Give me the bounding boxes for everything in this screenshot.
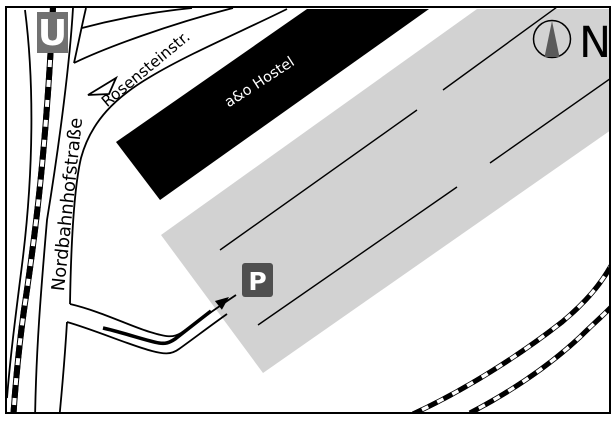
- railway-line-main: [10, 8, 56, 412]
- parking-badge: [242, 263, 273, 297]
- street-line-junction: [73, 8, 87, 64]
- u-bahn-badge: [37, 12, 68, 53]
- parking-letter: P: [248, 267, 266, 296]
- street-lines: [7, 8, 288, 412]
- direction-triangle-icon: [87, 75, 118, 96]
- street-line-west: [7, 9, 33, 399]
- railway-dashes: [10, 8, 56, 412]
- street-line-nordbahnhof-east: [69, 8, 288, 305]
- railway-line-curved-2: [468, 305, 609, 412]
- yard-track-lines: [219, 8, 609, 326]
- track-line: [442, 8, 557, 91]
- parking-access-road-south: [66, 313, 228, 355]
- railway-casing: [468, 305, 609, 412]
- railway-inner: [469, 306, 609, 412]
- route-arrowhead-icon: [214, 297, 229, 310]
- u-bahn-letter: U: [38, 13, 67, 54]
- street-line-branch: [81, 8, 193, 29]
- street-label-nordbahnhofstrasse: Nordbahnhofstraße: [48, 117, 87, 293]
- street-line-nordbahnhof-east-south: [58, 321, 68, 412]
- parking-icon: P: [242, 263, 273, 297]
- route-arrow: [102, 297, 229, 346]
- railway-dashes: [411, 264, 609, 412]
- compass-icon: N: [532, 18, 611, 68]
- street-line-rosenstein-north: [73, 8, 234, 64]
- street-line-nordbahnhof-west: [34, 8, 74, 412]
- map-border: [5, 6, 611, 414]
- north-label: N: [579, 18, 611, 68]
- track-line: [489, 78, 609, 164]
- railway-line-curved-1: [411, 264, 609, 412]
- route-arrow-shaft: [102, 309, 213, 346]
- u-bahn-icon: U: [37, 12, 68, 54]
- rail-yard-area: [161, 9, 609, 373]
- compass-needle: [544, 21, 560, 57]
- railway-dashes: [468, 305, 609, 412]
- track-line: [219, 109, 418, 251]
- hostel-building: [116, 9, 429, 200]
- track-line: [257, 186, 458, 326]
